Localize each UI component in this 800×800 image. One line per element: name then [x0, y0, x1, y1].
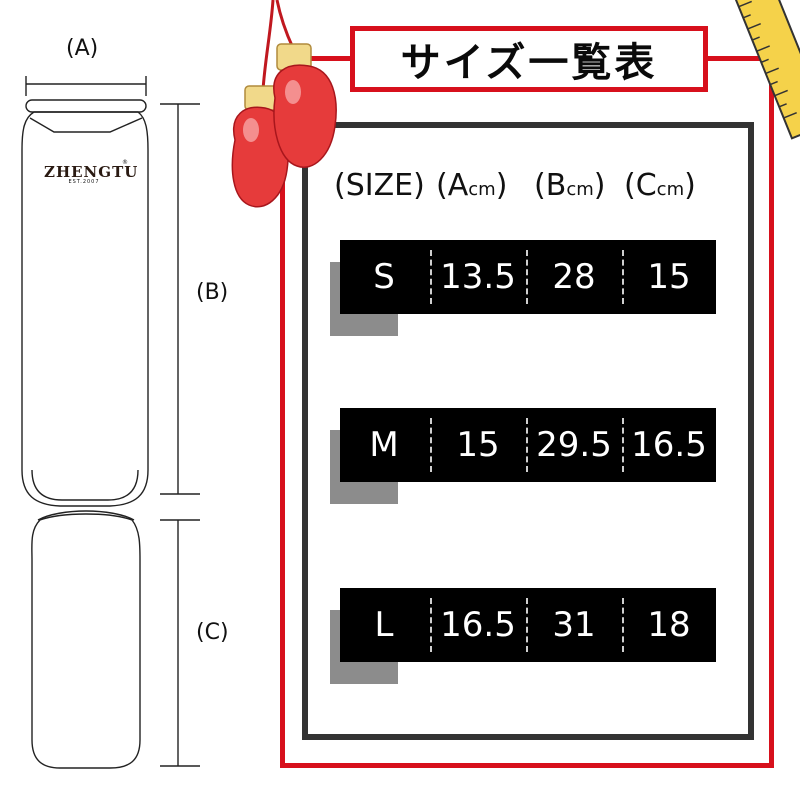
header-c-letter: C	[635, 168, 657, 203]
header-c-unit: cm	[656, 179, 685, 200]
header-a-letter: A	[447, 168, 469, 203]
row-bar	[340, 240, 716, 314]
row-bar	[340, 408, 716, 482]
row-divider	[526, 250, 528, 304]
header-b-letter: B	[545, 168, 567, 203]
guard-top-cuff	[25, 99, 147, 113]
table-header: (SIZE) (Acm) (Bcm) (Ccm)	[334, 168, 714, 218]
dimension-b-line	[160, 103, 200, 495]
row-divider	[526, 598, 528, 652]
boxing-gloves-icon	[231, 0, 337, 208]
header-c: (Ccm)	[624, 168, 696, 203]
row-divider	[622, 598, 624, 652]
brand-established: EST.2007	[68, 179, 100, 185]
row-b-value: 31	[552, 605, 596, 645]
row-c-value: 18	[647, 605, 691, 645]
table-row: L 16.5 31 18	[330, 588, 720, 688]
row-divider	[430, 418, 432, 472]
row-bar	[340, 588, 716, 662]
header-a-unit: cm	[468, 179, 496, 200]
row-a-value: 16.5	[440, 605, 516, 645]
dimension-a-line	[25, 76, 147, 96]
table-row: M 15 29.5 16.5	[330, 408, 720, 508]
table-row: S 13.5 28 15	[330, 240, 720, 340]
title-banner: サイズ一覧表	[350, 26, 708, 92]
guard-shin-pad	[21, 111, 149, 507]
header-b-unit: cm	[566, 179, 594, 200]
header-b: (Bcm)	[534, 168, 606, 203]
row-c-value: 15	[647, 257, 691, 297]
header-size: (SIZE)	[334, 168, 425, 203]
brand-logo: ZHENGTU ® EST.2007	[44, 159, 139, 185]
shin-guard-illustration	[21, 76, 200, 769]
header-a: (Acm)	[436, 168, 508, 203]
row-divider	[622, 418, 624, 472]
dimension-c-line	[160, 519, 200, 767]
row-divider	[526, 418, 528, 472]
dimension-c-label: (C)	[196, 620, 229, 645]
row-b-value: 28	[552, 257, 596, 297]
row-divider	[622, 250, 624, 304]
row-b-value: 29.5	[536, 425, 612, 465]
brand-registered-mark: ®	[122, 159, 128, 166]
guard-instep	[31, 513, 141, 769]
row-divider	[430, 250, 432, 304]
row-a-value: 13.5	[440, 257, 516, 297]
page-title: サイズ一覧表	[400, 40, 658, 86]
inner-dark-frame	[302, 122, 754, 740]
ruler-icon	[730, 0, 800, 140]
row-size: M	[369, 425, 399, 465]
row-size: S	[373, 257, 395, 297]
dimension-a-label: (A)	[66, 36, 99, 61]
row-c-value: 16.5	[631, 425, 707, 465]
dimension-b-label: (B)	[196, 280, 229, 305]
row-divider	[430, 598, 432, 652]
brand-name: ZHENGTU	[44, 163, 139, 181]
row-size: L	[374, 605, 394, 645]
row-a-value: 15	[456, 425, 500, 465]
